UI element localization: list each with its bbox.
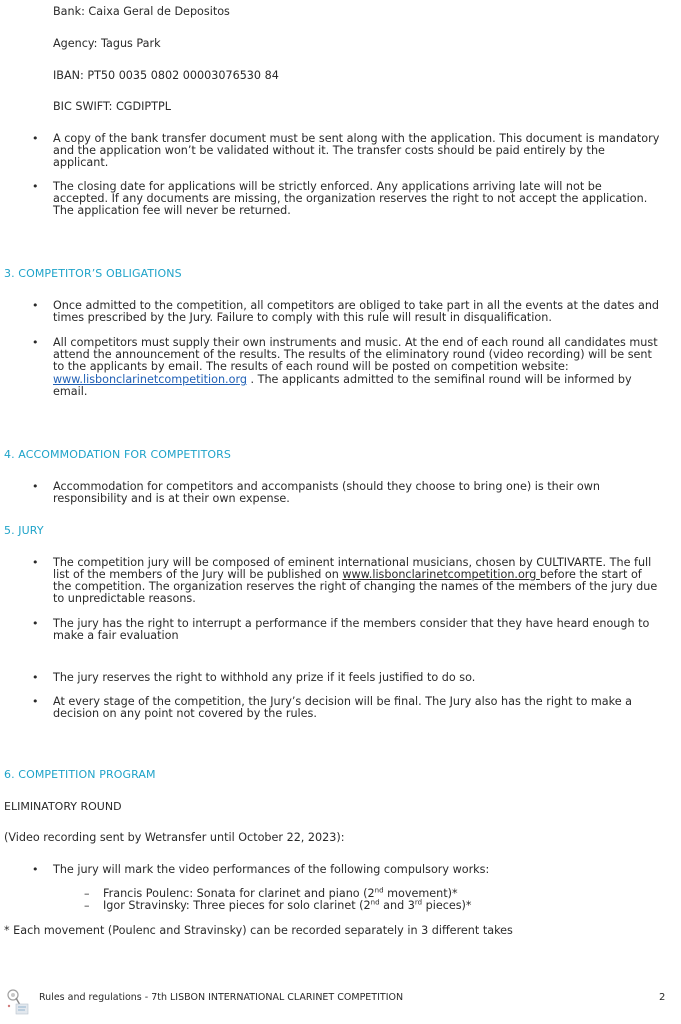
work-poulenc-post: movement)* bbox=[383, 887, 458, 900]
s5-b4-line-2: decision on any point not covered by the… bbox=[53, 707, 317, 720]
s3-b2-line-2: attend the announcement of the results. … bbox=[53, 348, 652, 361]
work-poulenc-sup: nd bbox=[374, 886, 384, 895]
s5-b1-line-2-post: before the start of bbox=[539, 568, 642, 581]
bullet-marker: • bbox=[32, 132, 39, 145]
section-6-heading: 6. COMPETITION PROGRAM bbox=[4, 768, 156, 781]
dash-marker: – bbox=[84, 887, 90, 900]
app-bullet-2-line-2: accepted. If any documents are missing, … bbox=[53, 192, 648, 205]
bank-name: Bank: Caixa Geral de Depositos bbox=[53, 5, 230, 18]
app-bullet-1-line-3: applicant. bbox=[53, 156, 109, 169]
s5-b1-line-1: The competition jury will be composed of… bbox=[53, 556, 652, 569]
work-stravinsky-mid: and 3 bbox=[379, 899, 415, 912]
s4-b1-line-2: responsibility and is at their own expen… bbox=[53, 492, 290, 505]
bullet-marker: • bbox=[32, 671, 39, 684]
bank-iban: IBAN: PT50 0035 0802 00003076530 84 bbox=[53, 69, 279, 82]
s5-b2-line-2: make a fair evaluation bbox=[53, 629, 179, 642]
bullet-marker: • bbox=[32, 863, 39, 876]
dash-marker: – bbox=[84, 899, 90, 912]
work-poulenc: Francis Poulenc: Sonata for clarinet and… bbox=[103, 887, 458, 901]
work-stravinsky-sup1: nd bbox=[370, 898, 380, 907]
s5-b1-line-2: list of the members of the Jury will be … bbox=[53, 568, 642, 582]
page-footer: Rules and regulations - 7th LISBON INTER… bbox=[0, 984, 681, 1024]
s3-b2-line-4: www.lisbonclarinetcompetition.org . The … bbox=[53, 373, 632, 387]
bullet-marker: • bbox=[32, 180, 39, 193]
work-poulenc-text: Francis Poulenc: Sonata for clarinet and… bbox=[103, 887, 375, 900]
recording-note: * Each movement (Poulenc and Stravinsky)… bbox=[4, 924, 513, 937]
section-3-heading: 3. COMPETITOR’S OBLIGATIONS bbox=[4, 267, 182, 280]
bullet-marker: • bbox=[32, 617, 39, 630]
eliminatory-round-heading: ELIMINATORY ROUND bbox=[4, 800, 122, 813]
s5-b2-line-1: The jury has the right to interrupt a pe… bbox=[53, 617, 650, 630]
section-5-heading: 5. JURY bbox=[4, 524, 44, 537]
work-stravinsky-sup2: rd bbox=[414, 898, 423, 907]
app-bullet-2-line-3: The application fee will never be return… bbox=[53, 204, 291, 217]
bullet-marker: • bbox=[32, 556, 39, 569]
s5-b1-line-4: to unpredictable reasons. bbox=[53, 592, 196, 605]
s3-b2-line-3: to the applicants by email. The results … bbox=[53, 360, 569, 373]
section-4-heading: 4. ACCOMMODATION FOR COMPETITORS bbox=[4, 448, 231, 461]
s5-b1-line-3: the competition. The organization reserv… bbox=[53, 580, 658, 593]
competition-logo-icon bbox=[7, 989, 29, 1015]
footer-title: Rules and regulations - 7th LISBON INTER… bbox=[39, 992, 404, 1003]
bullet-marker: • bbox=[32, 299, 39, 312]
app-bullet-1-line-2: and the application won’t be validated w… bbox=[53, 144, 605, 157]
s3-b2-line-4-rest: . The applicants admitted to the semifin… bbox=[246, 373, 632, 386]
page-number: 2 bbox=[659, 992, 666, 1003]
s3-b2-line-1: All competitors must supply their own in… bbox=[53, 336, 658, 349]
app-bullet-1-line-1: A copy of the bank transfer document mus… bbox=[53, 132, 660, 145]
s5-b4-line-1: At every stage of the competition, the J… bbox=[53, 695, 632, 708]
bullet-marker: • bbox=[32, 480, 39, 493]
s3-b1-line-2: times prescribed by the Jury. Failure to… bbox=[53, 311, 552, 324]
app-bullet-2-line-1: The closing date for applications will b… bbox=[53, 180, 602, 193]
jury-website-link[interactable]: www.lisbonclarinetcompetition.org bbox=[342, 568, 540, 581]
eliminatory-intro: (Video recording sent by Wetransfer unti… bbox=[4, 831, 345, 844]
s5-b3-line-1: The jury reserves the right to withhold … bbox=[53, 671, 476, 684]
bullet-marker: • bbox=[32, 695, 39, 708]
s3-b2-line-5: email. bbox=[53, 385, 88, 398]
bank-bic: BIC SWIFT: CGDIPTPL bbox=[53, 100, 171, 113]
work-stravinsky: Igor Stravinsky: Three pieces for solo c… bbox=[103, 899, 472, 913]
bank-agency: Agency: Tagus Park bbox=[53, 37, 161, 50]
bullet-marker: • bbox=[32, 336, 39, 349]
s6-b1-line-1: The jury will mark the video performance… bbox=[53, 863, 490, 876]
work-stravinsky-post: pieces)* bbox=[422, 899, 472, 912]
s3-b1-line-1: Once admitted to the competition, all co… bbox=[53, 299, 660, 312]
website-link[interactable]: www.lisbonclarinetcompetition.org bbox=[53, 373, 247, 386]
work-stravinsky-text: Igor Stravinsky: Three pieces for solo c… bbox=[103, 899, 371, 912]
s4-b1-line-1: Accommodation for competitors and accomp… bbox=[53, 480, 600, 493]
s5-b1-line-2-pre: list of the members of the Jury will be … bbox=[53, 568, 343, 581]
